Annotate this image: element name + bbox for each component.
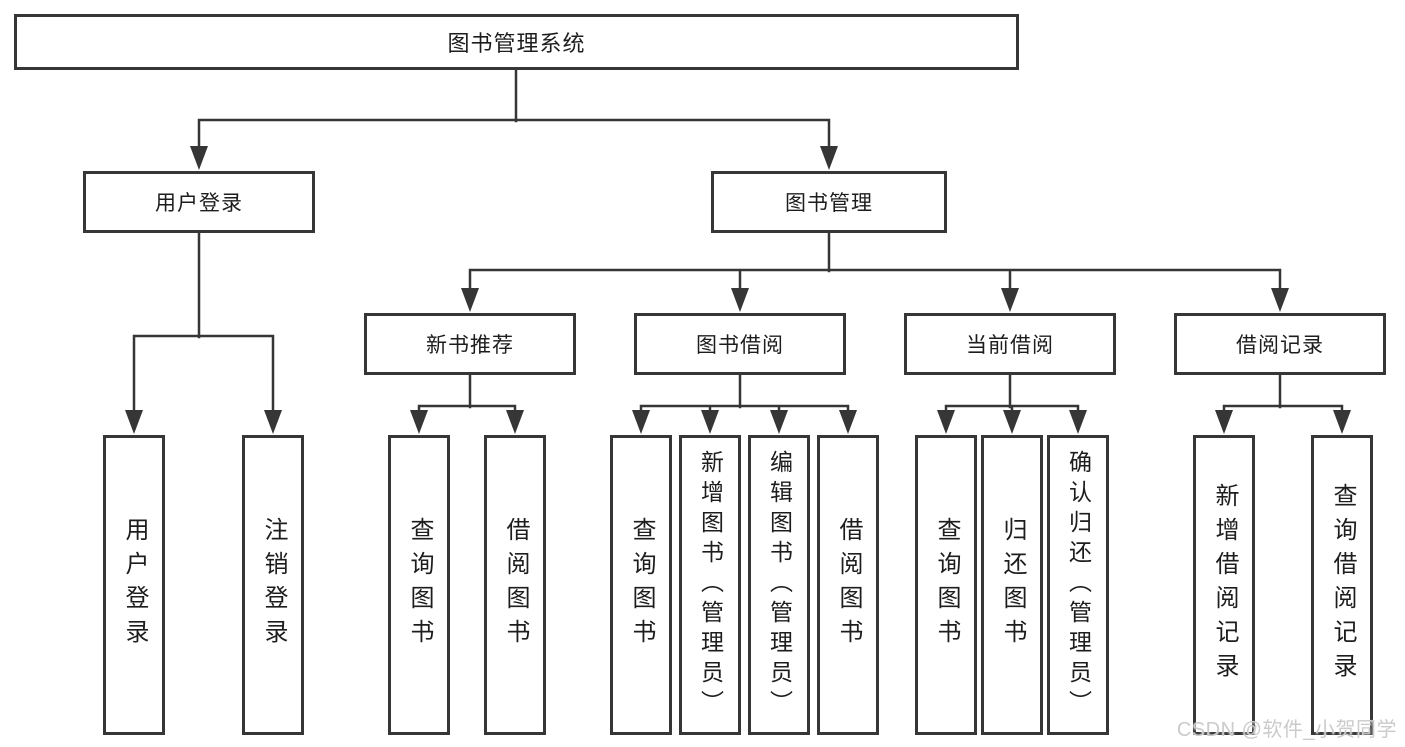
node-book-borrowing: 图书借阅 bbox=[634, 313, 846, 375]
node-label: 归还图书 bbox=[999, 517, 1026, 653]
node-label: 查询图书 bbox=[628, 517, 655, 653]
arrow-down-icon bbox=[1271, 288, 1289, 312]
arrow-down-icon bbox=[1215, 410, 1233, 434]
connector-trunks bbox=[132, 68, 1344, 414]
arrow-down-icon bbox=[731, 288, 749, 312]
node-label: 新增图书（管理员） bbox=[697, 450, 724, 720]
arrow-down-icon bbox=[461, 288, 479, 312]
leaf-query-borrow-record: 查询借阅记录 bbox=[1311, 435, 1373, 735]
node-root: 图书管理系统 bbox=[14, 14, 1019, 70]
leaf-add-borrow-record: 新增借阅记录 bbox=[1193, 435, 1255, 735]
leaf-user-login: 用户登录 bbox=[103, 435, 165, 735]
arrow-down-icon bbox=[770, 410, 788, 434]
leaf-edit-books-admin: 编辑图书（管理员） bbox=[748, 435, 810, 735]
node-current-borrowing: 当前借阅 bbox=[904, 313, 1116, 375]
arrow-down-icon bbox=[1333, 410, 1351, 434]
leaf-add-books-admin: 新增图书（管理员） bbox=[679, 435, 741, 735]
node-label: 新书推荐 bbox=[426, 334, 514, 357]
arrow-down-icon bbox=[632, 410, 650, 434]
arrow-down-icon bbox=[820, 146, 838, 170]
node-label: 借阅图书 bbox=[835, 517, 862, 653]
arrow-down-icon bbox=[190, 146, 208, 170]
node-book-management: 图书管理 bbox=[711, 171, 947, 233]
node-label: 用户登录 bbox=[121, 517, 148, 653]
arrow-down-icon bbox=[410, 410, 428, 434]
node-label: 确认归还（管理员） bbox=[1065, 450, 1092, 720]
arrow-down-icon bbox=[937, 410, 955, 434]
node-label: 编辑图书（管理员） bbox=[766, 450, 793, 720]
arrowheads bbox=[125, 146, 1351, 434]
arrow-down-icon bbox=[1001, 288, 1019, 312]
arrow-down-icon bbox=[125, 410, 143, 434]
leaf-query-books-current: 查询图书 bbox=[915, 435, 977, 735]
arrow-down-icon bbox=[264, 410, 282, 434]
leaf-query-books-recommend: 查询图书 bbox=[388, 435, 450, 735]
arrow-down-icon bbox=[1003, 410, 1021, 434]
node-label: 借阅图书 bbox=[502, 517, 529, 653]
node-label: 当前借阅 bbox=[966, 334, 1054, 357]
node-label: 用户登录 bbox=[155, 192, 243, 215]
arrow-down-icon bbox=[839, 410, 857, 434]
node-label: 注销登录 bbox=[260, 517, 287, 653]
node-label: 图书管理 bbox=[785, 192, 873, 215]
node-user-login: 用户登录 bbox=[83, 171, 315, 233]
arrow-down-icon bbox=[506, 410, 524, 434]
csdn-watermark: CSDN @软件_小贺同学 bbox=[1176, 719, 1397, 741]
node-new-book-recommendation: 新书推荐 bbox=[364, 313, 576, 375]
node-label: 图书管理系统 bbox=[447, 31, 586, 56]
leaf-query-books-borrow: 查询图书 bbox=[610, 435, 672, 735]
leaf-borrow-books-recommend: 借阅图书 bbox=[484, 435, 546, 735]
node-label: 借阅记录 bbox=[1236, 334, 1324, 357]
node-label: 图书借阅 bbox=[696, 334, 784, 357]
node-label: 查询借阅记录 bbox=[1329, 483, 1356, 687]
leaf-borrow-books: 借阅图书 bbox=[817, 435, 879, 735]
node-borrowing-records: 借阅记录 bbox=[1174, 313, 1386, 375]
leaf-logout-login: 注销登录 bbox=[242, 435, 304, 735]
node-label: 新增借阅记录 bbox=[1211, 483, 1238, 687]
node-label: 查询图书 bbox=[406, 517, 433, 653]
leaf-return-books: 归还图书 bbox=[981, 435, 1043, 735]
leaf-confirm-return-admin: 确认归还（管理员） bbox=[1047, 435, 1109, 735]
arrow-down-icon bbox=[1069, 410, 1087, 434]
node-label: 查询图书 bbox=[933, 517, 960, 653]
arrow-down-icon bbox=[701, 410, 719, 434]
